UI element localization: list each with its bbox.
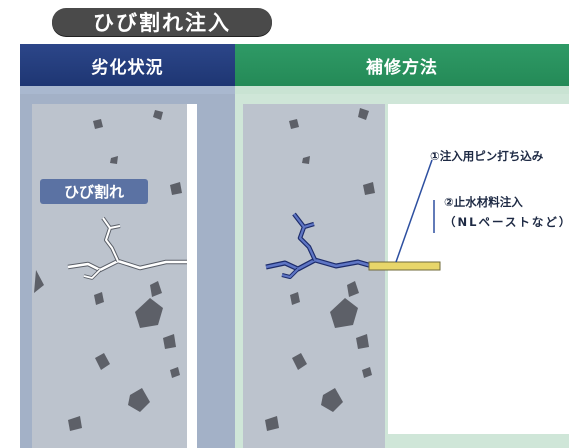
annotation-sealant-injection: ②止水材料注入 bbox=[444, 195, 523, 209]
left-edge bbox=[197, 104, 227, 448]
page-title: ひび割れ注入 bbox=[52, 8, 272, 36]
left-aggregates bbox=[34, 110, 182, 431]
left-crack bbox=[67, 216, 187, 280]
left-band bbox=[20, 86, 235, 94]
right-band bbox=[235, 86, 569, 94]
left-gap bbox=[187, 104, 197, 448]
left-concrete bbox=[32, 104, 187, 448]
crack-label: ひび割れ bbox=[40, 179, 148, 204]
header-deterioration: 劣化状況 bbox=[20, 44, 235, 86]
header-repair-method: 補修方法 bbox=[235, 44, 569, 86]
right-crack bbox=[265, 212, 373, 279]
annotation-pin-insertion: ①注入用ピン打ち込み bbox=[430, 149, 544, 163]
injection-pin bbox=[368, 261, 441, 271]
right-aggregates bbox=[265, 108, 375, 431]
annotation-sealant-example: （NLペーストなど） bbox=[444, 215, 569, 229]
leader-line bbox=[395, 159, 433, 263]
right-concrete bbox=[243, 104, 385, 448]
